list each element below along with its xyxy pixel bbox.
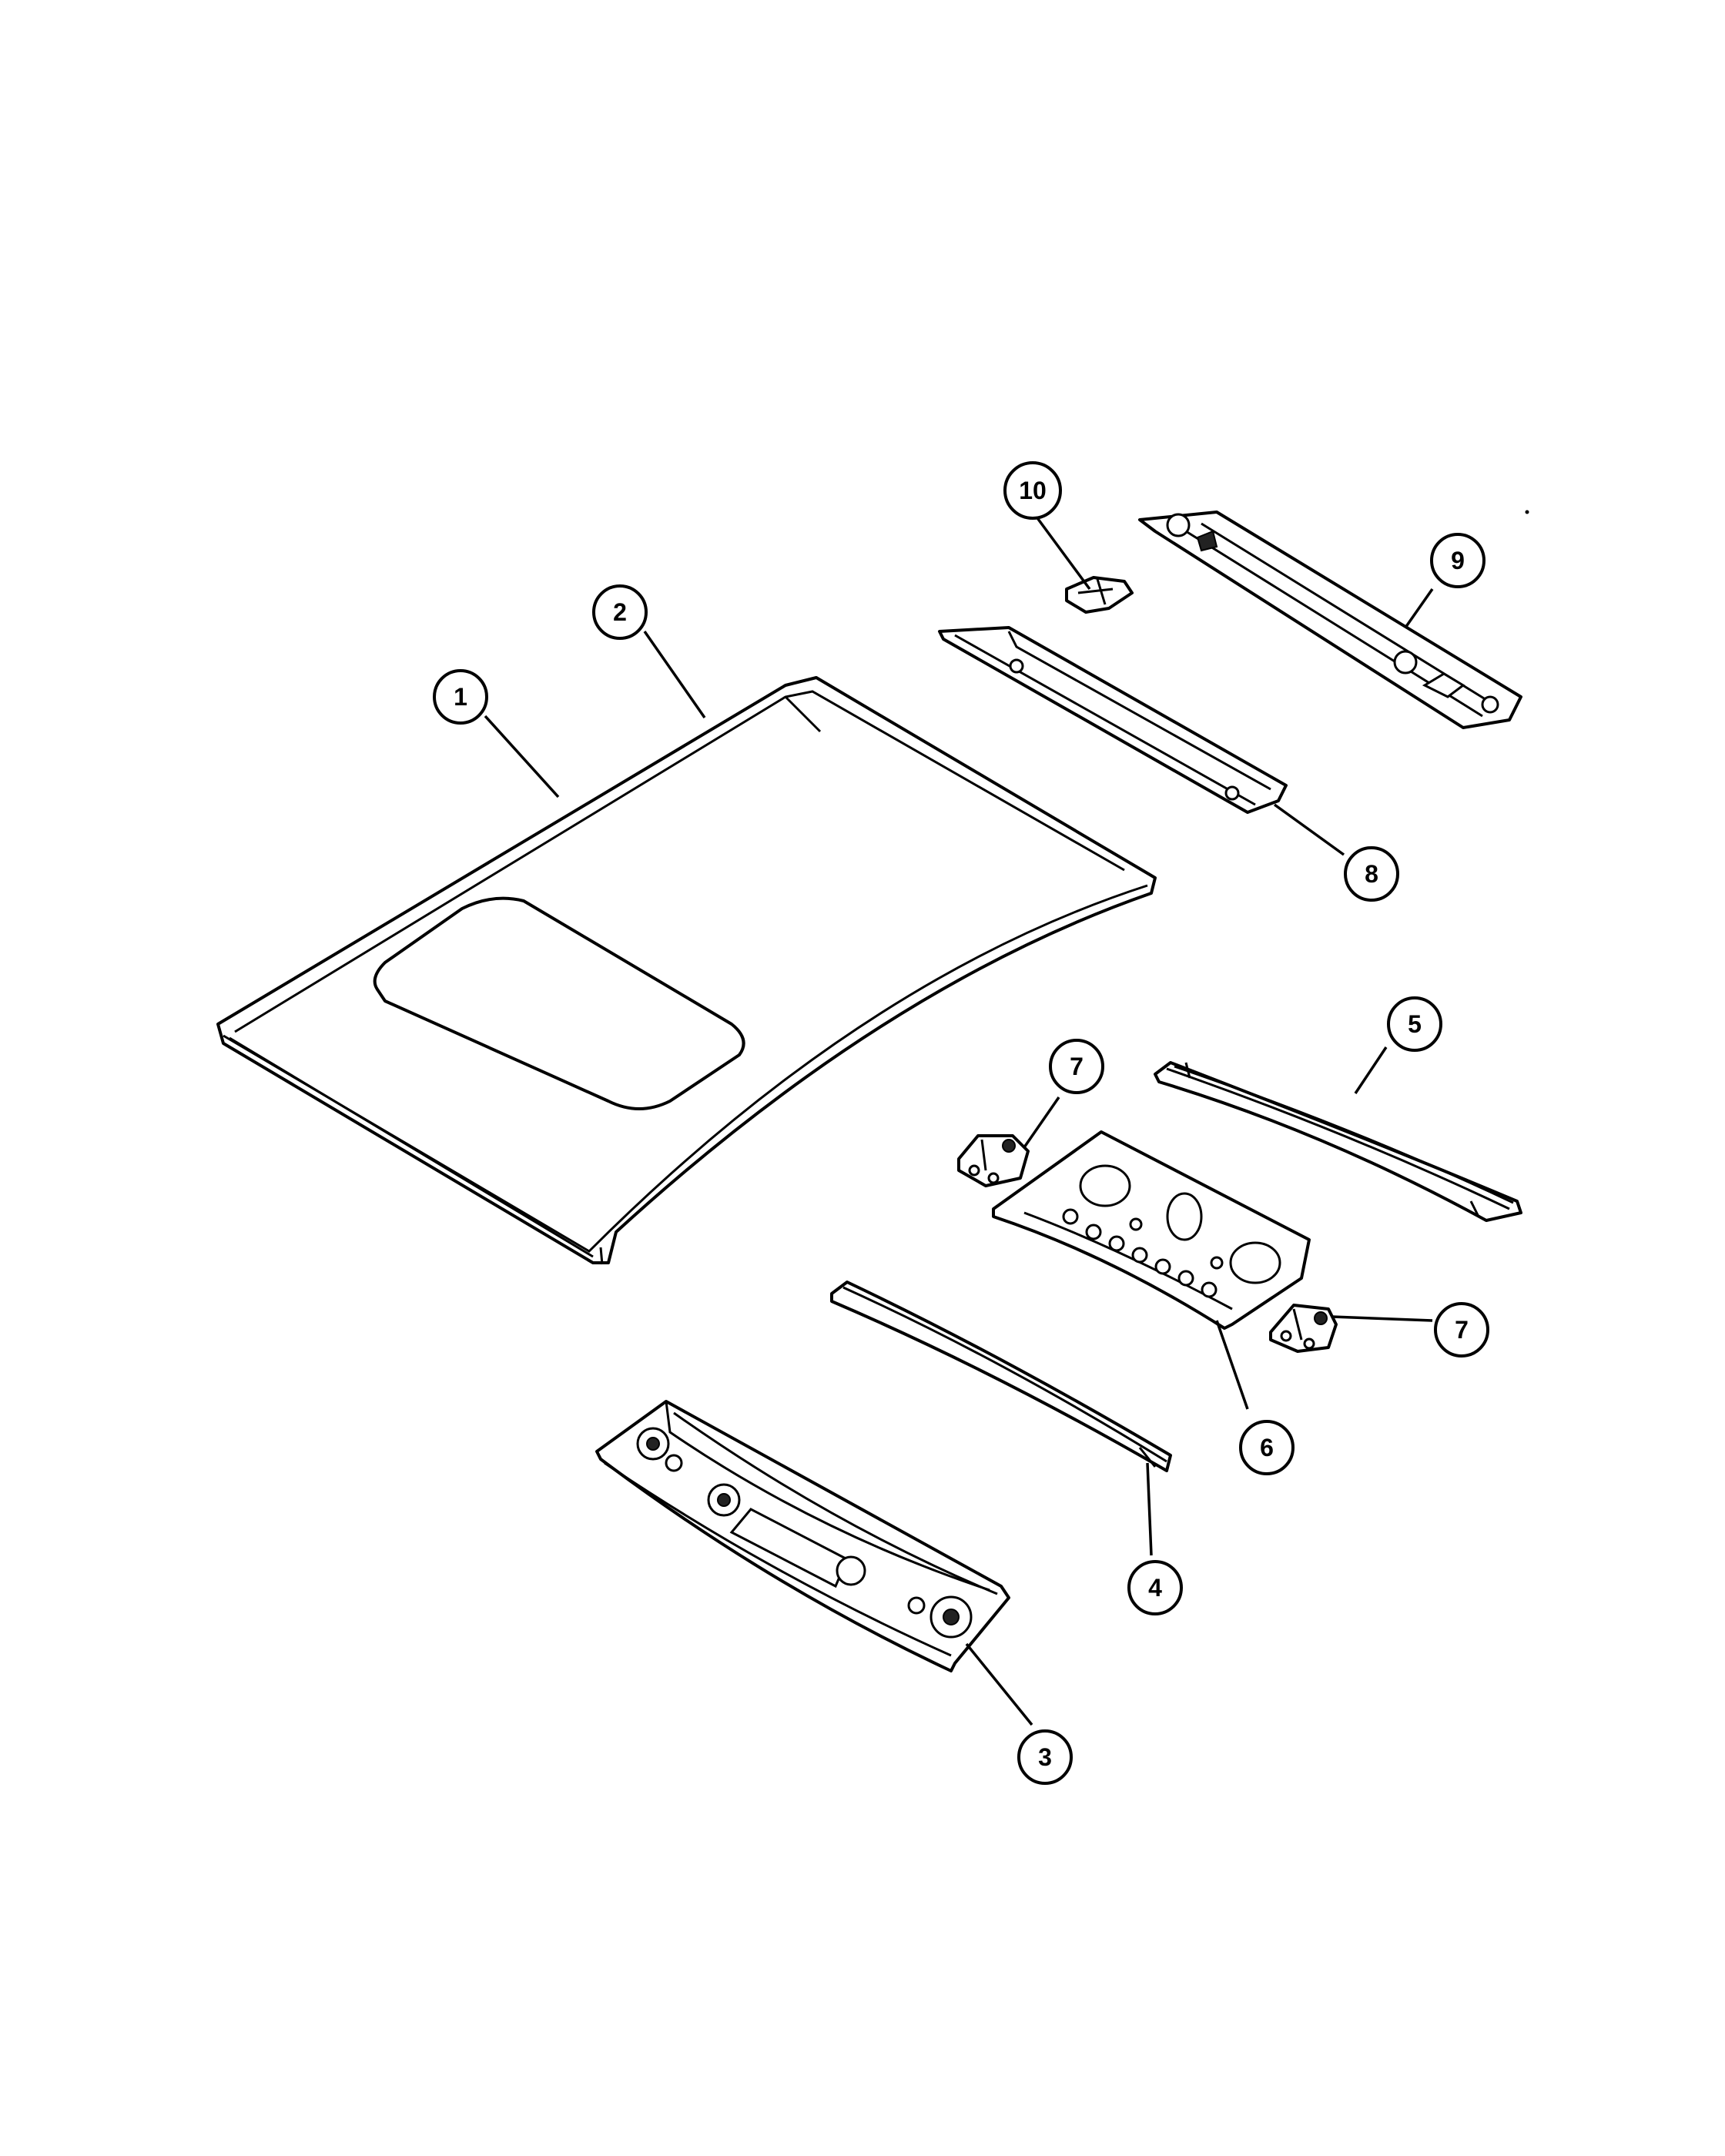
roof-clip xyxy=(1065,576,1134,614)
callout-7-left-label: 7 xyxy=(1070,1053,1084,1080)
callout-1: 1 xyxy=(433,669,488,725)
callout-7-right: 7 xyxy=(1434,1302,1489,1358)
callout-10-label: 10 xyxy=(1019,477,1047,504)
rear-header-panel xyxy=(595,1400,1010,1672)
callout-7-right-label: 7 xyxy=(1455,1316,1469,1344)
rear-roof-bow xyxy=(830,1281,1172,1472)
callout-2: 2 xyxy=(592,584,648,640)
center-roof-bow xyxy=(1154,1061,1522,1222)
callout-6-label: 6 xyxy=(1260,1434,1274,1461)
callout-9-label: 9 xyxy=(1451,547,1465,574)
callout-9: 9 xyxy=(1430,533,1486,588)
roof-panel xyxy=(216,676,1157,1265)
leader-lines xyxy=(484,514,1434,1726)
front-roof-bow xyxy=(938,626,1288,814)
sunroof-opening xyxy=(373,896,745,1110)
callout-10: 10 xyxy=(1003,461,1062,520)
callout-5: 5 xyxy=(1387,996,1442,1052)
callout-3: 3 xyxy=(1017,1729,1073,1785)
callout-5-label: 5 xyxy=(1408,1010,1422,1038)
callout-2-label: 2 xyxy=(613,598,627,626)
callout-8-label: 8 xyxy=(1365,860,1378,888)
speck-mark xyxy=(1525,510,1529,514)
roof-bracket-left xyxy=(957,1134,1030,1187)
callout-4: 4 xyxy=(1127,1560,1183,1615)
callout-8: 8 xyxy=(1344,846,1399,902)
callout-6: 6 xyxy=(1239,1420,1295,1475)
roof-reinforcement-panel xyxy=(992,1130,1311,1330)
callout-4-label: 4 xyxy=(1148,1574,1162,1602)
callout-3-label: 3 xyxy=(1038,1743,1052,1771)
front-header-panel xyxy=(1138,511,1522,729)
callout-1-label: 1 xyxy=(454,683,467,711)
callout-7-left: 7 xyxy=(1049,1039,1104,1094)
roof-bracket-right xyxy=(1269,1304,1338,1353)
